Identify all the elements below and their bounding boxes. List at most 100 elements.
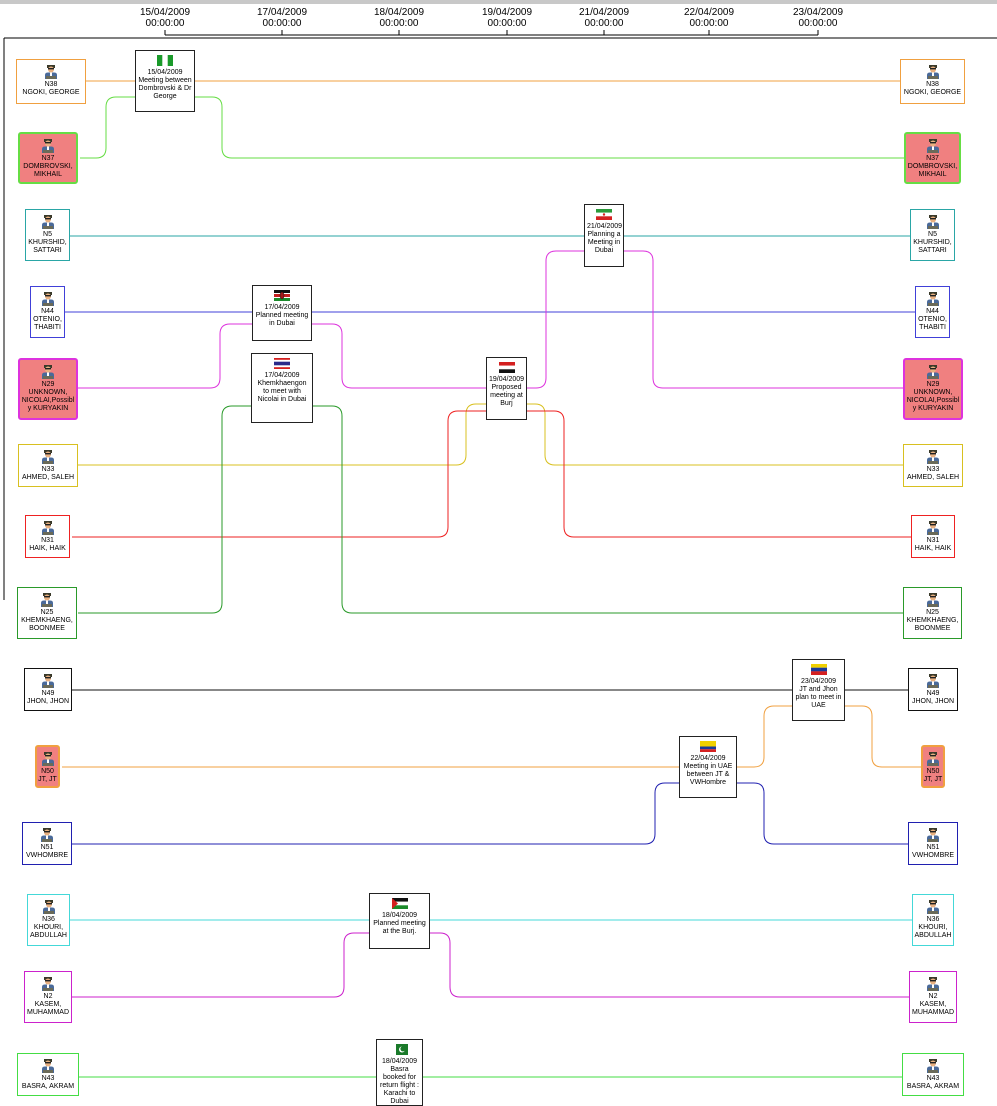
person-icon [927, 1059, 939, 1073]
entity-id: N38 [44, 81, 58, 88]
entity-name: KASEM, MUHAMMAD [27, 1001, 69, 1016]
person-icon [42, 977, 54, 991]
iran-flag [596, 209, 612, 220]
tick-time: 00:00:00 [379, 18, 419, 29]
person-icon [926, 593, 939, 607]
entity-id: N50 [41, 768, 54, 775]
theme-line[interactable] [72, 932, 909, 998]
palestine-flag [391, 898, 408, 909]
event-description: Khemkhaengon to meet with Nicolai in Dub… [257, 380, 307, 403]
theme-line[interactable] [80, 96, 904, 159]
entity-id: N37 [41, 155, 55, 162]
entity-id: N36 [926, 916, 940, 923]
event-date: 21/04/2009 [587, 223, 623, 230]
entity-id: N51 [40, 844, 54, 851]
tick-date: 15/04/2009 [139, 7, 191, 18]
entity-name: KHURSHID, SATTARI [28, 239, 67, 254]
entity-name: OTENIO, THABITI [918, 316, 947, 331]
person-icon [41, 521, 54, 535]
event-description: Meeting between Dombrovski & Dr George [138, 77, 192, 100]
entity-name: UNKNOWN, NICOLAI,Possibl y KURYAKIN [21, 389, 75, 412]
entity-id: N43 [41, 1075, 55, 1082]
tick-date: 21/04/2009 [578, 7, 630, 18]
event-date: 18/04/2009 [381, 912, 418, 919]
person-icon [42, 900, 55, 914]
entity-name: KHEMKHAENG, BOONMEE [906, 617, 959, 632]
person-icon [927, 752, 939, 766]
entity-id: N44 [41, 308, 54, 315]
event-description: JT and Jhon plan to meet in UAE [795, 686, 842, 709]
entity-name: DOMBROVSKI, MIKHAIL [907, 163, 958, 178]
theme-line[interactable] [78, 405, 903, 614]
person-icon [42, 365, 54, 379]
entity-id: N44 [926, 308, 939, 315]
tick-date: 22/04/2009 [683, 7, 735, 18]
entity-name: KHOURI, ABDULLAH [30, 924, 67, 939]
entity-id: N5 [43, 231, 52, 238]
entity-name: BASRA, AKRAM [906, 1083, 960, 1090]
entity-name: OTENIO, THABITI [33, 316, 62, 331]
theme-line[interactable] [78, 250, 903, 389]
entity-name: NGOKI, GEORGE [22, 89, 80, 96]
entity-name: HAIK, HAIK [914, 545, 952, 552]
person-icon [42, 139, 54, 153]
tick-date: 17/04/2009 [256, 7, 308, 18]
entity-id: N49 [41, 690, 55, 697]
theme-line[interactable] [72, 410, 911, 538]
entity-id: N31 [926, 537, 940, 544]
window-top-edge [0, 0, 997, 4]
person-icon [927, 900, 939, 914]
theme-line[interactable] [78, 403, 903, 466]
pakistan-flag [391, 1044, 408, 1055]
person-icon [45, 65, 57, 79]
event-date: 15/04/2009 [147, 69, 183, 76]
tick-date: 18/04/2009 [373, 7, 425, 18]
entity-id: N37 [926, 155, 939, 162]
theme-line[interactable] [62, 705, 921, 768]
person-icon [41, 593, 53, 607]
theme-line[interactable] [72, 782, 908, 845]
colombia-flag [700, 741, 716, 752]
